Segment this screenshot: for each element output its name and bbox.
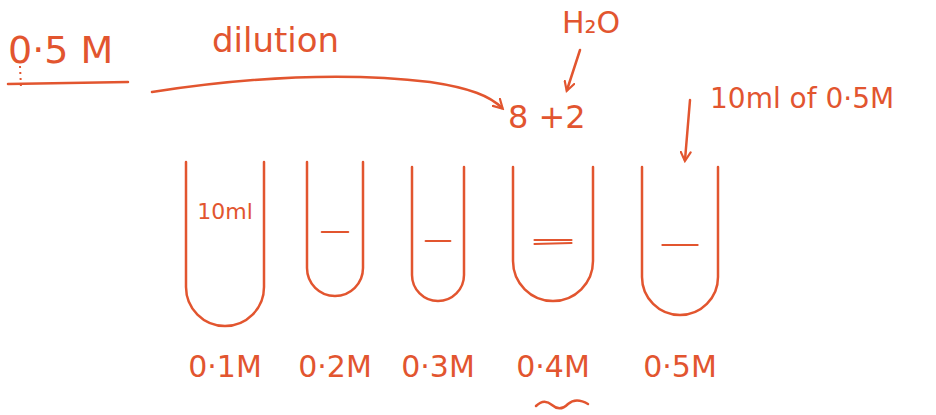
liquid-level	[535, 240, 572, 244]
test-tube: 0·4M	[511, 165, 595, 383]
add-arrow	[685, 100, 690, 160]
handwritten-note: 8 +2	[508, 100, 586, 135]
concentration-label: 0·5M	[643, 350, 717, 383]
test-tube: 10ml 0·1M	[184, 160, 266, 383]
tube-outline	[511, 165, 595, 305]
tube-wall	[642, 167, 718, 315]
tube-wall	[513, 167, 593, 301]
concentration-label: 0·4M	[516, 350, 590, 383]
tube-wall	[412, 167, 464, 301]
liquid-level	[662, 244, 697, 246]
dilution-arrow	[152, 77, 502, 108]
test-tube: 0·2M	[298, 160, 372, 383]
handwritten-note: H₂O	[562, 6, 620, 39]
concentration-label: 0·2M	[298, 350, 372, 383]
tube-wall	[186, 162, 264, 326]
test-tube: 0·3M	[401, 165, 475, 383]
squiggle-underline	[536, 401, 588, 409]
volume-label: 10ml	[197, 200, 253, 224]
handwritten-note: dilution	[212, 22, 339, 59]
liquid-level	[322, 231, 348, 233]
tube-outline	[305, 160, 365, 300]
liquid-level	[426, 240, 451, 242]
tube-outline	[184, 160, 266, 330]
concentration-label: 0·1M	[188, 350, 262, 383]
underline	[8, 82, 128, 84]
test-tube: 0·5M	[640, 165, 720, 383]
water-arrow	[567, 50, 580, 90]
handwritten-note: 0·5 M	[8, 30, 113, 72]
tube-outline	[640, 165, 720, 319]
handwritten-note: 10ml of 0·5M	[710, 84, 894, 115]
concentration-label: 0·3M	[401, 350, 475, 383]
tube-wall	[307, 162, 363, 296]
tube-outline	[410, 165, 466, 305]
